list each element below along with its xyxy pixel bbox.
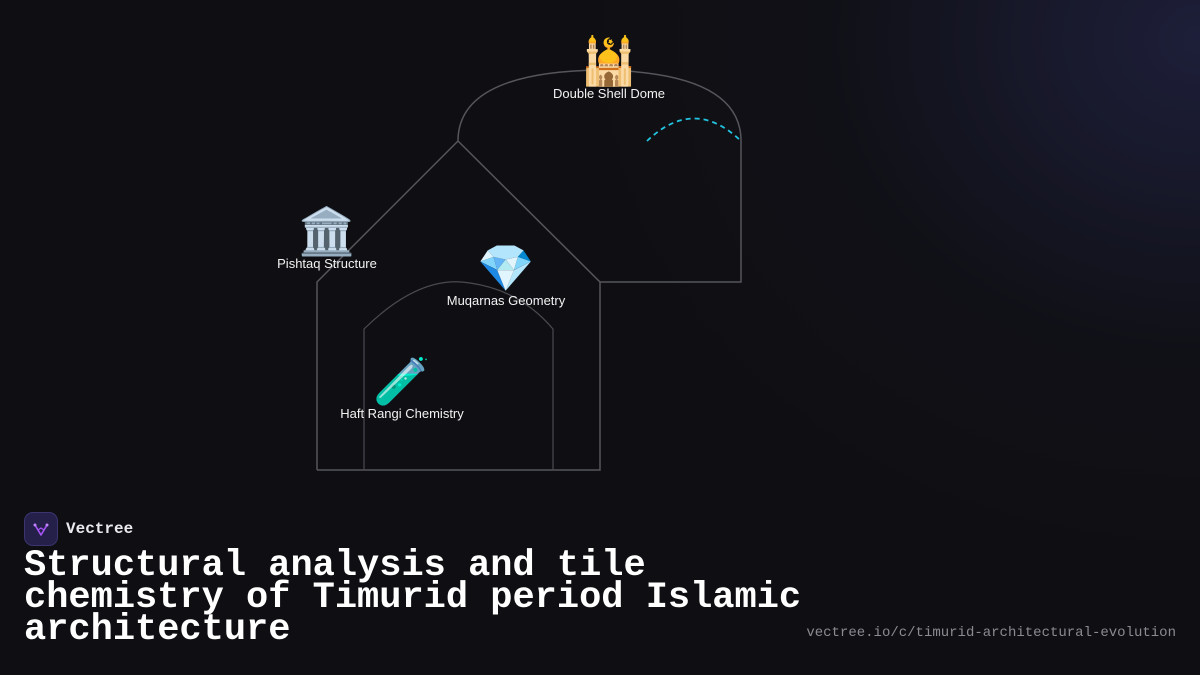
node-muqarnas-geometry[interactable]: 💎 Muqarnas Geometry [447,243,566,309]
page-title: Structural analysis and tile chemistry o… [24,545,802,651]
gem-icon: 💎 [477,242,535,294]
vectree-logo-icon [24,512,58,546]
node-double-shell-dome[interactable]: 🕌 Double Shell Dome [553,36,665,102]
brand[interactable]: Vectree [24,512,133,546]
node-label: Haft Rangi Chemistry [340,406,464,421]
test-tube-icon: 🧪 [373,355,431,407]
node-label: Double Shell Dome [552,86,666,101]
inner-dome-dashed-arc [646,117,742,142]
source-url[interactable]: vectree.io/c/timurid-architectural-evolu… [806,625,1176,641]
building-outline [316,69,742,471]
inner-arch-outline [363,281,554,470]
node-haft-rangi-chemistry[interactable]: 🧪 Haft Rangi Chemistry [340,356,464,422]
mosque-icon: 🕌 [580,35,638,87]
node-label: Pishtaq Structure [277,256,377,271]
classical-building-icon: 🏛️ [298,205,356,257]
node-pishtaq-structure[interactable]: 🏛️ Pishtaq Structure [277,206,377,272]
node-label: Muqarnas Geometry [446,293,566,308]
brand-name: Vectree [66,520,134,538]
